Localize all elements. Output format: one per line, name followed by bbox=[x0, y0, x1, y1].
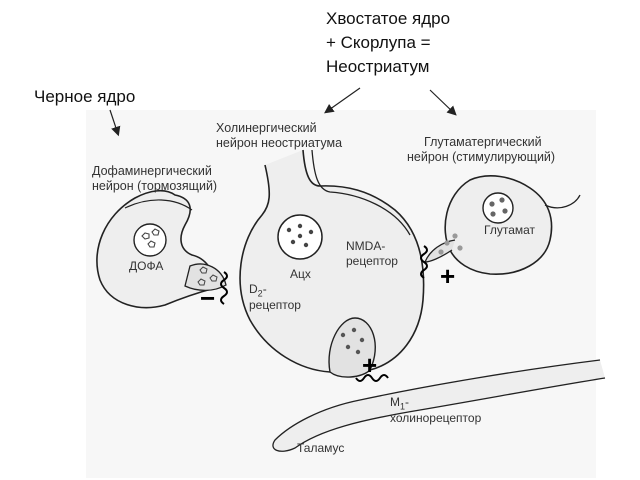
glutamate-label: Глутамат bbox=[484, 223, 536, 237]
dopa-released-dots bbox=[197, 266, 218, 286]
dopa-dots bbox=[141, 228, 160, 248]
inhibitory-sign: − bbox=[200, 283, 216, 313]
thalamus-label: Таламус bbox=[297, 441, 345, 455]
nmda-label-line2: рецептор bbox=[346, 254, 398, 268]
substantia-nigra-label: Черное ядро bbox=[34, 87, 136, 106]
pointer-arrow-nigra bbox=[109, 109, 121, 137]
cholinergic-label-line1: Холинергический bbox=[216, 121, 317, 135]
m1-label-line1: M1- bbox=[390, 395, 410, 412]
thalamus-neuron bbox=[272, 359, 606, 452]
d2-label-line1: D2- bbox=[249, 282, 267, 299]
dopaminergic-label-line2: нейрон (тормозящий) bbox=[92, 179, 218, 193]
caudate-label-line1: Хвостатое ядро bbox=[326, 9, 451, 28]
nmda-label-line1: NMDA- bbox=[346, 239, 386, 253]
m1-receptor bbox=[355, 374, 389, 382]
m1-label-line2: холинорецептор bbox=[390, 411, 482, 425]
d2-label-line2: рецептор bbox=[249, 298, 301, 312]
pointer-arrow-right bbox=[429, 89, 457, 116]
glutamate-vesicle bbox=[482, 192, 514, 224]
glutamate-released-dots bbox=[438, 233, 463, 255]
excitatory-sign-thalamus: + bbox=[362, 350, 378, 380]
glutamatergic-label-line1: Глутаматергический bbox=[424, 135, 542, 149]
d2-receptor bbox=[220, 271, 228, 305]
caudate-label-line2: + Скорлупа = bbox=[326, 33, 431, 52]
ach-dots bbox=[286, 223, 314, 248]
cholinergic-label-line2: нейрон неостриатума bbox=[216, 136, 343, 150]
glutamate-dots bbox=[489, 197, 508, 217]
dopa-label: ДОФА bbox=[129, 259, 164, 273]
excitatory-sign-glutamate: + bbox=[440, 261, 456, 291]
cholinergic-neuron bbox=[239, 149, 425, 378]
ach-label: Ацх bbox=[290, 267, 311, 281]
glutamatergic-label-line2: нейрон (стимулирующий) bbox=[407, 150, 556, 164]
nmda-receptor bbox=[420, 245, 428, 279]
pointer-arrow-left bbox=[324, 87, 361, 114]
terminal-dots bbox=[340, 327, 365, 355]
dopaminergic-label-line1: Дофаминергический bbox=[92, 164, 212, 178]
neostriatum-label: Неостриатум bbox=[326, 57, 430, 76]
dopa-vesicle bbox=[133, 223, 167, 257]
